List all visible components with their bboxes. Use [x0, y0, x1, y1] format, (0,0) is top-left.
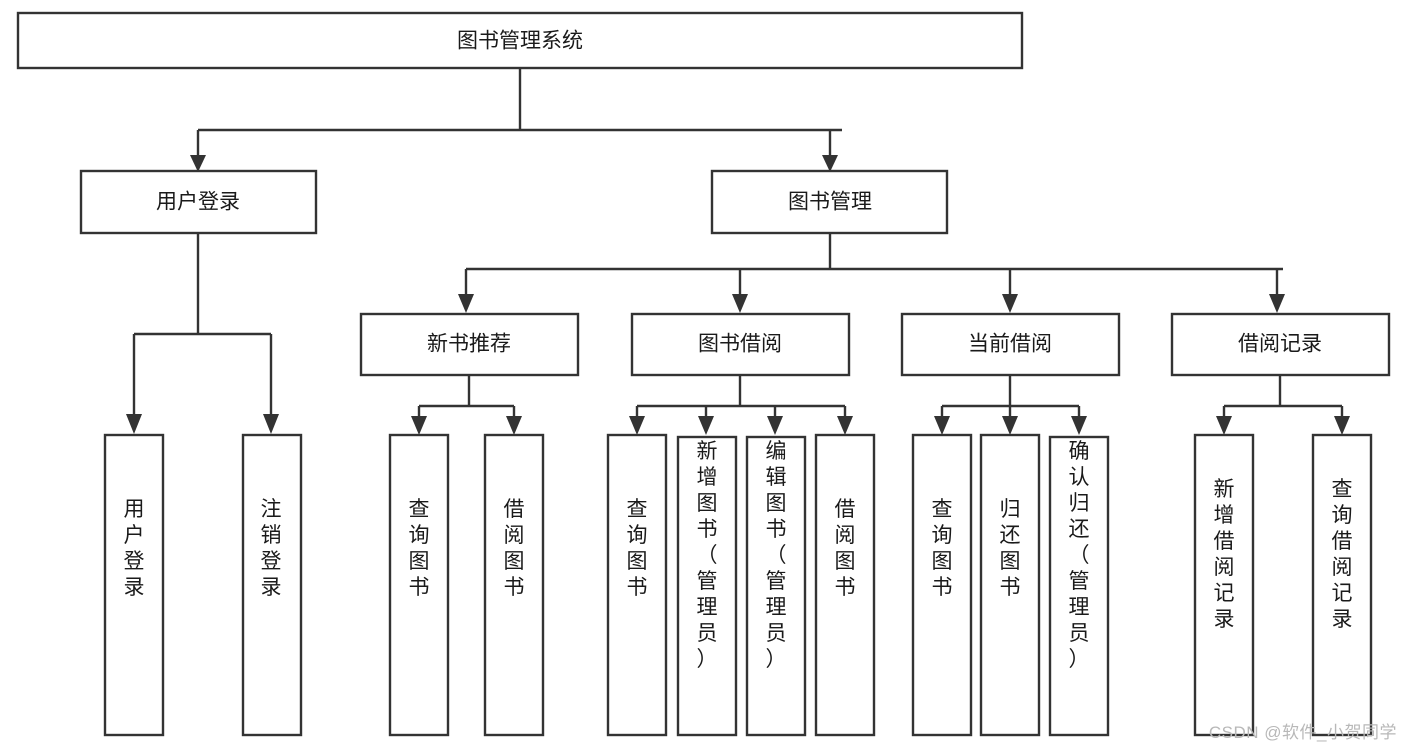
leaf-book-borrow-2[interactable]: 新增图书（管理员） — [676, 435, 738, 737]
node-user-login-box[interactable] — [79, 169, 318, 235]
node-new-book-recommend[interactable]: 新书推荐 — [359, 312, 580, 377]
arrow-newbook-leaf-1 — [411, 416, 427, 435]
leaf-book-borrow-3[interactable]: 编辑图书（管理员） — [745, 435, 807, 737]
node-book-management-box[interactable] — [710, 169, 949, 235]
node-book-management-label: 图书管理 — [788, 191, 872, 214]
leaf-current-borrow-2-box[interactable] — [979, 433, 1041, 737]
leaf-new-book-1[interactable]: 查询图书 — [388, 433, 450, 737]
arrow-current-leaf-2 — [1002, 416, 1018, 435]
arrow-user-login-leaf-1 — [126, 414, 142, 434]
node-root-book-management-system[interactable]: 图书管理系统 — [16, 11, 1024, 70]
arrow-borrow-leaf-3 — [767, 416, 783, 435]
node-book-borrow-label: 图书借阅 — [698, 333, 782, 356]
node-book-management[interactable]: 图书管理 — [710, 169, 949, 235]
leaf-current-borrow-1-box[interactable] — [911, 433, 973, 737]
arrow-current-leaf-1 — [934, 416, 950, 435]
node-current-borrow[interactable]: 当前借阅 — [900, 312, 1121, 377]
arrow-records-leaf-1 — [1216, 416, 1232, 435]
node-borrow-records-box[interactable] — [1170, 312, 1391, 377]
leaf-user-login-2-box[interactable] — [241, 433, 303, 737]
leaf-book-borrow-3-box[interactable] — [745, 435, 807, 737]
leaf-current-borrow-3-label: 确认归还（管理员） — [1069, 440, 1090, 671]
leaf-borrow-records-1-label: 新增借阅记录 — [1214, 478, 1235, 631]
leaf-current-borrow-3-box[interactable] — [1048, 435, 1110, 737]
leaf-book-borrow-4-label: 借阅图书 — [835, 498, 856, 599]
leaf-book-borrow-4-box[interactable] — [814, 433, 876, 737]
arrow-bm-to-current — [1002, 294, 1018, 313]
arrow-current-leaf-3 — [1071, 416, 1087, 435]
leaf-current-borrow-1-label: 查询图书 — [932, 498, 953, 599]
leaf-borrow-records-2-box[interactable] — [1311, 433, 1373, 737]
arrow-records-leaf-2 — [1334, 416, 1350, 435]
leaf-user-login-2-label: 注销登录 — [261, 498, 282, 599]
leaf-user-login-2[interactable]: 注销登录 — [241, 433, 303, 737]
arrow-user-login-leaf-2 — [263, 414, 279, 434]
leaf-user-login-1[interactable]: 用户登录 — [103, 433, 165, 737]
leaf-new-book-2-box[interactable] — [483, 433, 545, 737]
node-user-login-label: 用户登录 — [156, 191, 240, 214]
leaf-book-borrow-1-box[interactable] — [606, 433, 668, 737]
leaf-current-borrow-1[interactable]: 查询图书 — [911, 433, 973, 737]
node-root-box[interactable] — [16, 11, 1024, 70]
leaf-borrow-records-1[interactable]: 新增借阅记录 — [1193, 433, 1255, 737]
arrow-bm-to-records — [1269, 294, 1285, 313]
leaf-book-borrow-1-label: 查询图书 — [627, 498, 648, 599]
leaf-borrow-records-1-box[interactable] — [1193, 433, 1255, 737]
leaf-new-book-2-label: 借阅图书 — [504, 498, 525, 599]
leaf-new-book-1-label: 查询图书 — [409, 498, 430, 599]
node-book-borrow[interactable]: 图书借阅 — [630, 312, 851, 377]
leaf-borrow-records-2-label: 查询借阅记录 — [1332, 478, 1353, 631]
leaf-user-login-1-box[interactable] — [103, 433, 165, 737]
node-root-label: 图书管理系统 — [457, 30, 583, 53]
leaf-book-borrow-2-label: 新增图书（管理员） — [697, 440, 718, 671]
leaf-user-login-1-label: 用户登录 — [124, 498, 145, 599]
leaf-book-borrow-2-box[interactable] — [676, 435, 738, 737]
node-new-book-recommend-box[interactable] — [359, 312, 580, 377]
leaf-new-book-1-box[interactable] — [388, 433, 450, 737]
node-user-login[interactable]: 用户登录 — [79, 169, 318, 235]
leaf-new-book-2[interactable]: 借阅图书 — [483, 433, 545, 737]
arrow-borrow-leaf-2 — [698, 416, 714, 435]
leaf-current-borrow-2-label: 归还图书 — [1000, 498, 1021, 599]
arrow-newbook-leaf-2 — [506, 416, 522, 435]
csdn-watermark: CSDN @软件_小贺同学 — [1208, 723, 1397, 742]
leaf-book-borrow-4[interactable]: 借阅图书 — [814, 433, 876, 737]
node-borrow-records-label: 借阅记录 — [1238, 333, 1322, 356]
arrow-borrow-leaf-1 — [629, 416, 645, 435]
leaf-book-borrow-1[interactable]: 查询图书 — [606, 433, 668, 737]
arrow-root-to-book-mgmt — [822, 155, 838, 172]
node-current-borrow-box[interactable] — [900, 312, 1121, 377]
node-book-borrow-box[interactable] — [630, 312, 851, 377]
arrow-borrow-leaf-4 — [837, 416, 853, 435]
arrow-bm-to-borrow — [732, 294, 748, 313]
arrow-bm-to-new-book — [458, 294, 474, 313]
node-current-borrow-label: 当前借阅 — [968, 333, 1052, 356]
connector-layer — [126, 68, 1350, 435]
leaf-borrow-records-2[interactable]: 查询借阅记录 — [1311, 433, 1373, 737]
leaf-current-borrow-3[interactable]: 确认归还（管理员） — [1048, 435, 1110, 737]
leaf-current-borrow-2[interactable]: 归还图书 — [979, 433, 1041, 737]
arrow-root-to-user-login — [190, 155, 206, 172]
leaf-book-borrow-3-label: 编辑图书（管理员） — [766, 440, 787, 671]
node-new-book-recommend-label: 新书推荐 — [427, 333, 511, 356]
node-borrow-records[interactable]: 借阅记录 — [1170, 312, 1391, 377]
